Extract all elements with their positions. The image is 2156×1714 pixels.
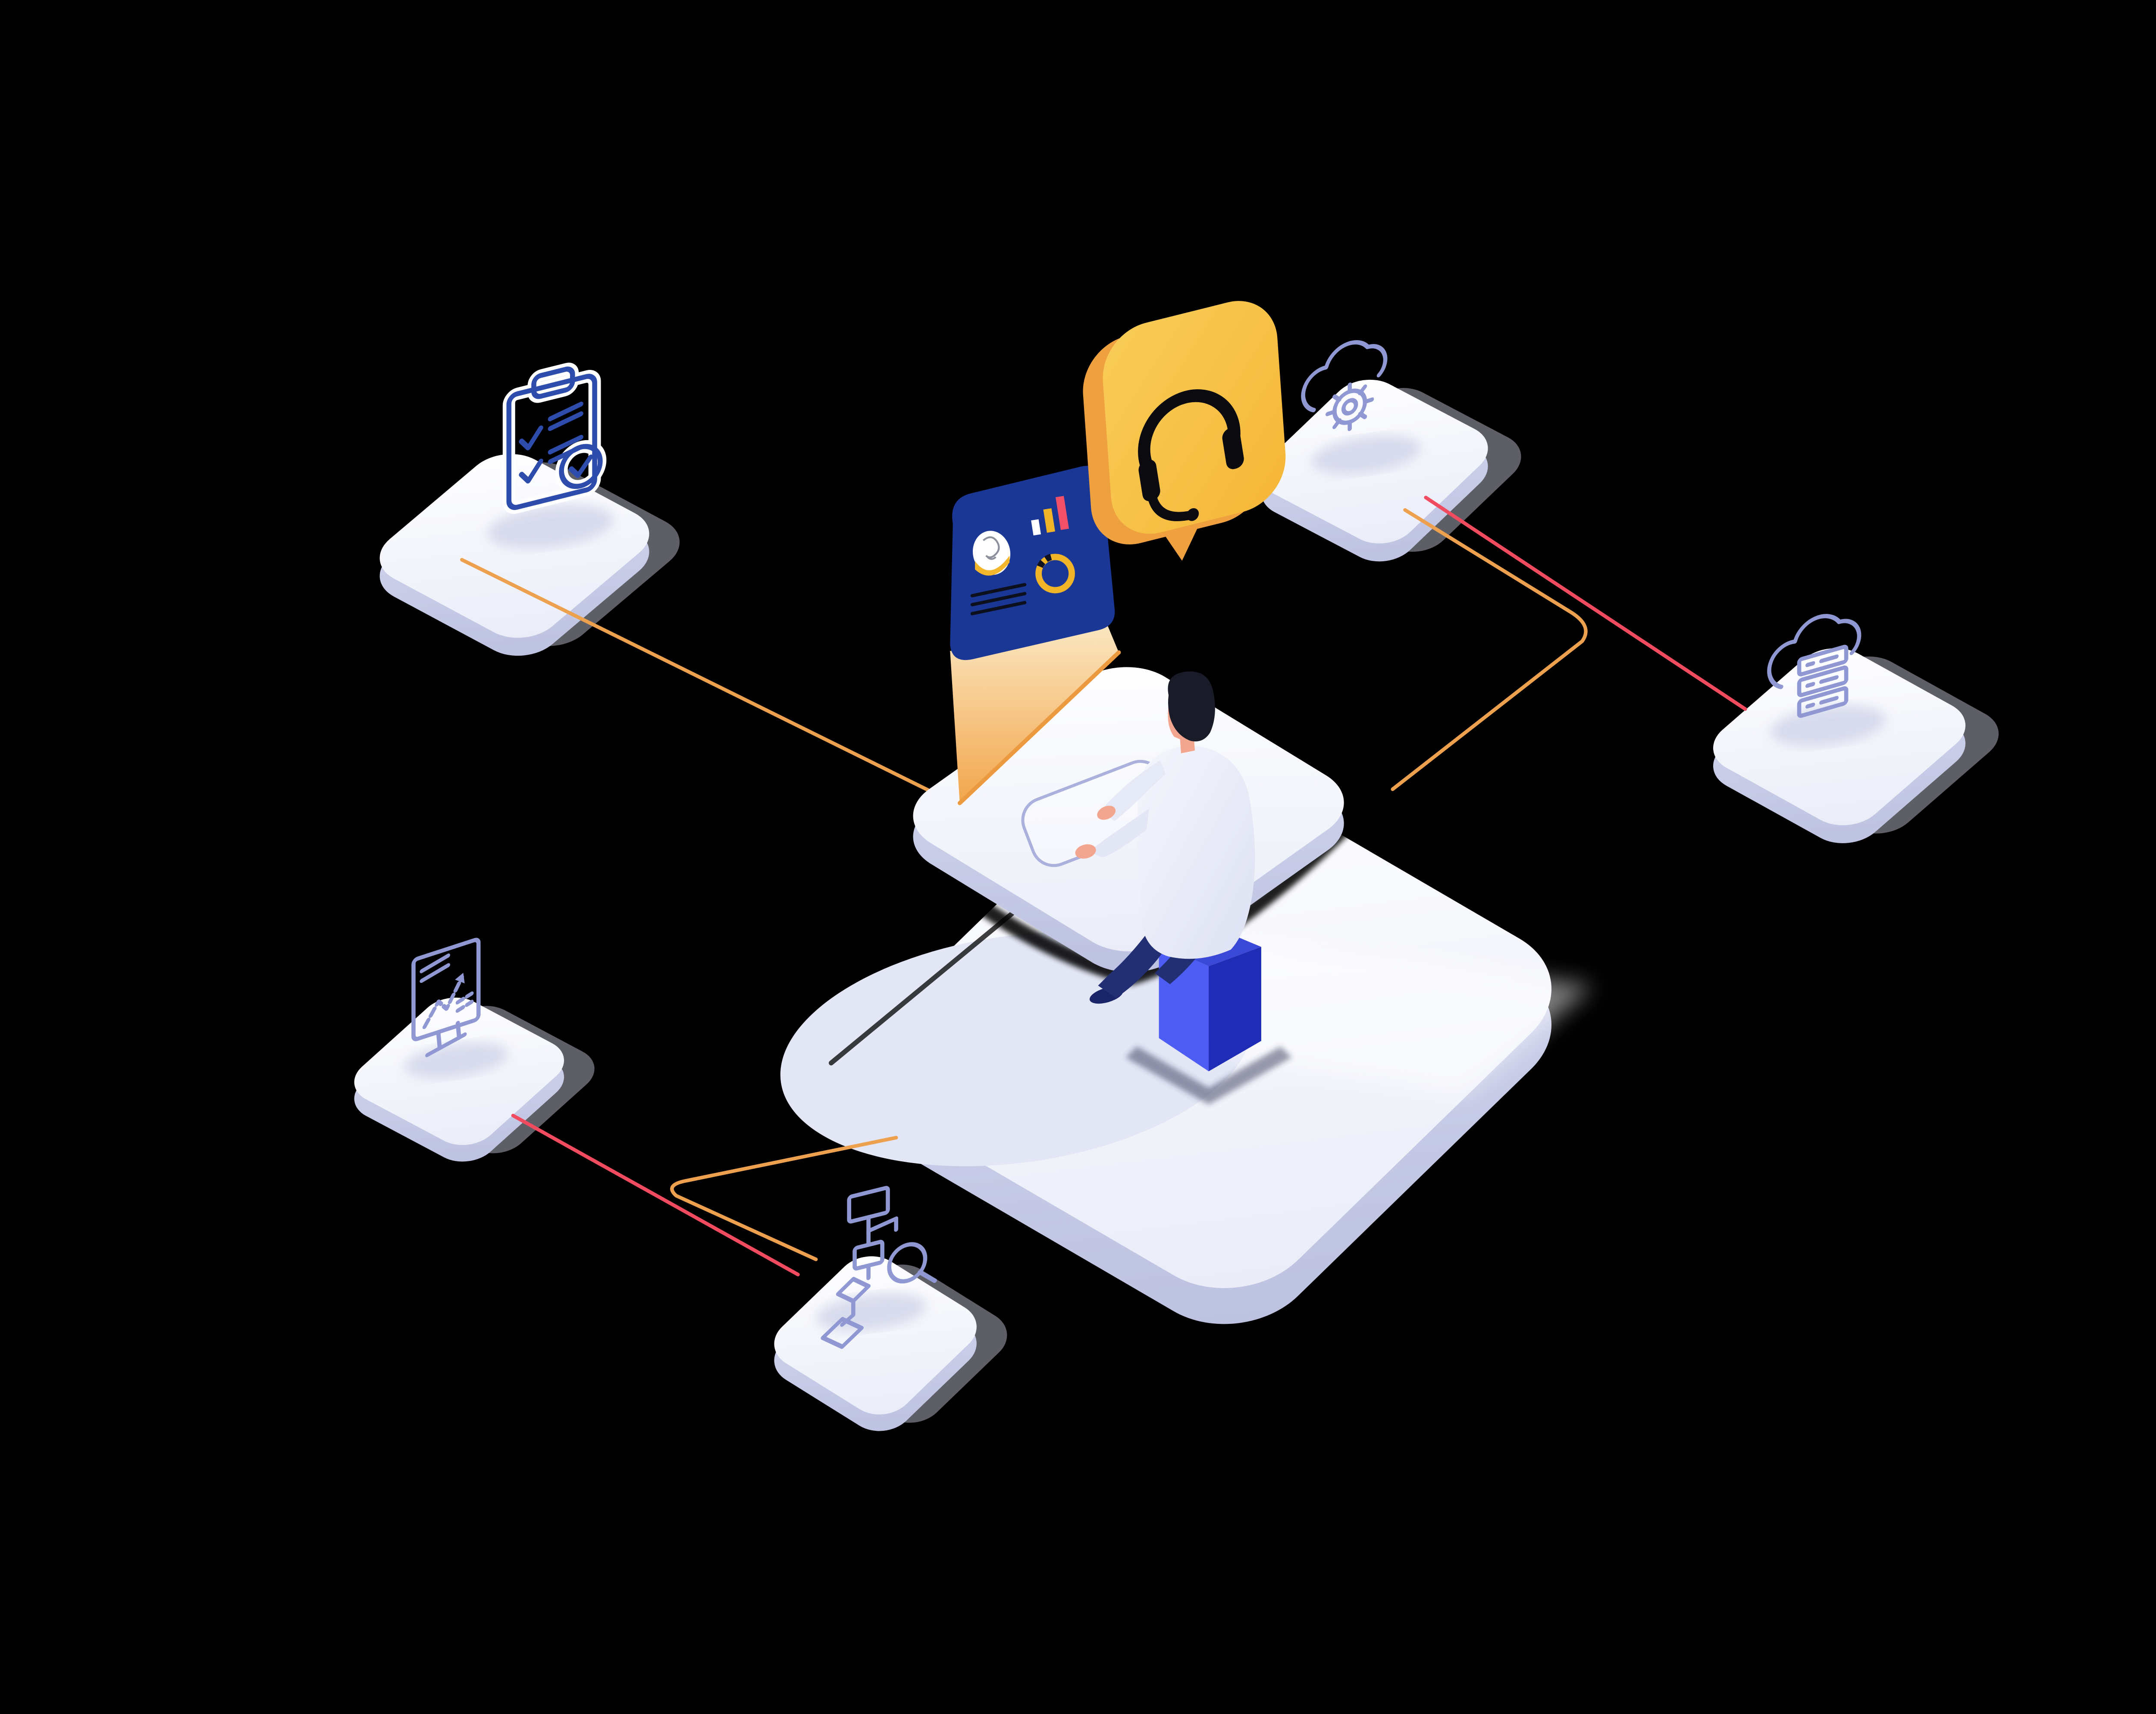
- bar-chart: [1031, 496, 1069, 536]
- support-agent: [1075, 671, 1255, 1004]
- magnifier-glyph: [887, 1242, 937, 1284]
- dashboard-board: [950, 466, 1121, 805]
- node-cloud-servers: [1713, 614, 1999, 843]
- server-stack-glyph: [1797, 644, 1849, 718]
- headset-icon: [1138, 389, 1244, 521]
- avatar-chart-yellow: [975, 555, 1010, 576]
- flowchart-magnifier-icon: [821, 1185, 937, 1349]
- node-cloud-settings: [1261, 340, 1521, 562]
- connection-checklist-workspace: [460, 558, 940, 797]
- board-base-edge: [957, 650, 1121, 805]
- agent-light-shadow: [1211, 938, 1593, 1096]
- desk-floor-shadow: [780, 932, 1253, 1167]
- arm-lower: [1091, 808, 1150, 857]
- bubble-face: [1103, 301, 1286, 534]
- node-checklist: [379, 363, 680, 656]
- icon-shadow: [487, 504, 614, 549]
- hand-lower: [1075, 844, 1096, 859]
- connection-workspace-workflow: [670, 1135, 898, 1261]
- connection-cloudsettings-cloudservers: [1424, 495, 1747, 711]
- monitor-growth-chart-icon: [411, 938, 481, 1057]
- bar-white: [1031, 519, 1041, 536]
- board-widgets: [970, 496, 1075, 616]
- cloud-gear-icon: [1301, 340, 1388, 431]
- cloud-server-icon: [1767, 614, 1861, 718]
- cube-right-face: [1209, 947, 1261, 1072]
- bar-red: [1055, 496, 1069, 530]
- platform-top: [774, 1256, 977, 1415]
- connection-cloudsettings-workspace: [1391, 508, 1588, 791]
- donut-chart: [1035, 554, 1075, 594]
- icon-shadow: [404, 1042, 509, 1079]
- hand-upper: [1097, 806, 1116, 820]
- avatar-chart: [972, 531, 1011, 575]
- gear-glyph: [1326, 382, 1374, 431]
- clipboard-checklist-icon: [502, 363, 607, 514]
- torso-shirt: [1137, 746, 1255, 959]
- board-base-wedge: [950, 619, 1119, 803]
- node-workflow-search: [774, 1185, 1007, 1431]
- bar-yellow: [1043, 508, 1055, 533]
- cube-shadow: [1125, 1046, 1292, 1105]
- icon-shadow: [1311, 435, 1421, 474]
- node-analytics: [354, 938, 595, 1162]
- text-lines: [970, 583, 1027, 616]
- hair: [1168, 671, 1215, 741]
- arm-upper: [1100, 760, 1166, 821]
- board-panel: [950, 466, 1115, 660]
- connection-analytics-workflow: [511, 1113, 800, 1276]
- headset-chat-bubble: [1083, 301, 1286, 561]
- connections: [460, 495, 1747, 1276]
- avatar-sketch: [982, 536, 1000, 560]
